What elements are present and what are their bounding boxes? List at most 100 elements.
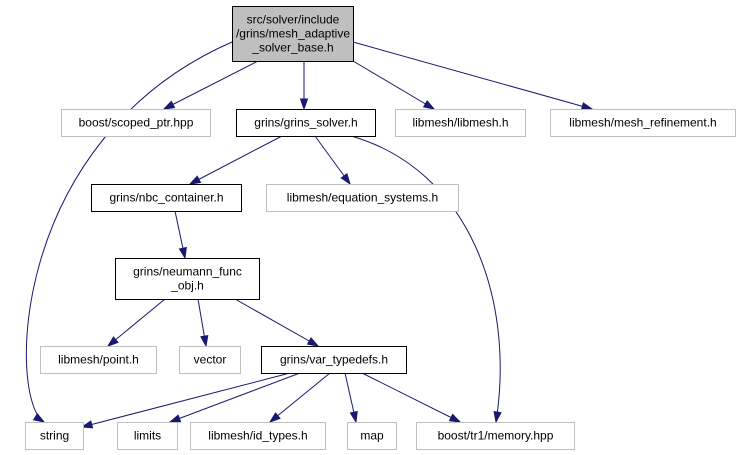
edge-line [352, 60, 435, 110]
node-label-line: _solver_base.h [251, 41, 333, 55]
arrowhead [448, 413, 462, 423]
node-limits: limits [117, 422, 178, 450]
edge-line [81, 372, 291, 428]
edge-line [25, 41, 233, 423]
arrowhead [580, 102, 594, 111]
node-box [190, 422, 326, 450]
arrowhead [200, 334, 209, 348]
node-var_typedefs[interactable]: grins/var_typedefs.h [261, 346, 407, 374]
edge-line [234, 298, 319, 347]
node-label-line: libmesh/id_types.h [208, 429, 307, 443]
edge-grins_solver-to-memory [350, 135, 502, 424]
edge-grins_solver-to-nbc_container [188, 135, 283, 185]
node-box [91, 184, 242, 212]
edge-line [107, 298, 166, 347]
node-label-line: src/solver/include [247, 13, 340, 27]
node-mesh_refinement: libmesh/mesh_refinement.h [550, 109, 736, 137]
node-box [115, 258, 260, 300]
edges-layer [25, 41, 594, 429]
node-box [232, 6, 354, 62]
node-id_types: libmesh/id_types.h [190, 422, 326, 450]
node-root[interactable]: src/solver/include/grins/mesh_adaptive_s… [232, 6, 354, 62]
arrowhead [493, 410, 502, 424]
node-label-line: string [40, 429, 69, 443]
arrowhead [268, 412, 281, 423]
edge-root-to-string [25, 41, 233, 423]
node-box [117, 422, 178, 450]
node-libmesh: libmesh/libmesh.h [395, 109, 526, 137]
arrowhead [349, 410, 358, 424]
node-label-line: limits [134, 429, 161, 443]
edge-root-to-scoped_ptr [162, 60, 259, 110]
node-box [236, 109, 376, 137]
node-point: libmesh/point.h [40, 346, 157, 374]
node-string: string [25, 422, 84, 450]
nodes-layer: src/solver/include/grins/mesh_adaptive_s… [25, 6, 736, 450]
node-label-line: libmesh/mesh_refinement.h [569, 116, 716, 130]
node-grins_solver[interactable]: grins/grins_solver.h [236, 109, 376, 137]
node-box [395, 109, 526, 137]
arrowhead [162, 100, 176, 110]
node-box [61, 109, 211, 137]
edge-neumann_func-to-point [106, 298, 166, 347]
node-label-line: grins/neumann_func [133, 265, 242, 279]
node-label-line: grins/var_typedefs.h [280, 353, 388, 367]
node-box [266, 184, 459, 212]
arrowhead [299, 98, 309, 111]
node-memory: boost/tr1/memory.hpp [416, 422, 575, 450]
arrowhead [188, 175, 202, 185]
arrowhead [306, 337, 320, 347]
node-vector: vector [179, 346, 241, 374]
edge-var_typedefs-to-map [344, 372, 358, 424]
edge-root-to-mesh_refinement [352, 41, 594, 111]
node-box [550, 109, 736, 137]
edge-line [189, 135, 283, 185]
edge-var_typedefs-to-id_types [268, 372, 331, 423]
edge-root-to-libmesh [352, 60, 436, 110]
edge-line [269, 372, 331, 423]
node-equation_systems: libmesh/equation_systems.h [266, 184, 459, 212]
node-label-line: libmesh/point.h [58, 353, 139, 367]
node-label-line: boost/scoped_ptr.hpp [79, 116, 194, 130]
edge-neumann_func-to-var_typedefs [234, 298, 320, 347]
node-box [179, 346, 241, 374]
arrowhead [340, 173, 351, 186]
edge-line [352, 41, 593, 110]
node-label-line: grins/grins_solver.h [254, 116, 357, 130]
node-label-line: _obj.h [170, 279, 204, 293]
node-label-line: libmesh/libmesh.h [412, 116, 508, 130]
node-box [261, 346, 407, 374]
node-scoped_ptr: boost/scoped_ptr.hpp [61, 109, 211, 137]
node-label-line: libmesh/equation_systems.h [287, 191, 438, 205]
edge-neumann_func-to-vector [197, 298, 209, 348]
node-label-line: vector [194, 353, 227, 367]
node-box [40, 346, 157, 374]
edge-var_typedefs-to-memory [361, 372, 462, 423]
edge-nbc_container-to-neumann_func [174, 210, 187, 260]
node-label-line: boost/tr1/memory.hpp [438, 429, 554, 443]
node-label-line: grins/nbc_container.h [109, 191, 223, 205]
node-label-line: map [360, 429, 384, 443]
edge-line [361, 372, 461, 423]
node-box [416, 422, 575, 450]
arrowhead [80, 420, 94, 429]
arrowhead [106, 336, 119, 347]
node-neumann_func[interactable]: grins/neumann_func_obj.h [115, 258, 260, 300]
arrowhead [32, 412, 46, 423]
arrowhead [178, 246, 187, 260]
edge-line [163, 60, 259, 110]
edge-line [169, 372, 301, 423]
edge-root-to-grins_solver [299, 61, 309, 111]
node-label-line: /grins/mesh_adaptive [236, 27, 350, 41]
arrowhead [422, 100, 436, 110]
node-map: map [347, 422, 397, 450]
edge-var_typedefs-to-limits [168, 372, 301, 423]
edge-grins_solver-to-equation_systems [314, 135, 351, 186]
node-box [25, 422, 84, 450]
edge-var_typedefs-to-string [80, 372, 291, 429]
edge-line [350, 135, 501, 423]
arrowhead [168, 414, 182, 423]
node-box [347, 422, 397, 450]
node-nbc_container[interactable]: grins/nbc_container.h [91, 184, 242, 212]
